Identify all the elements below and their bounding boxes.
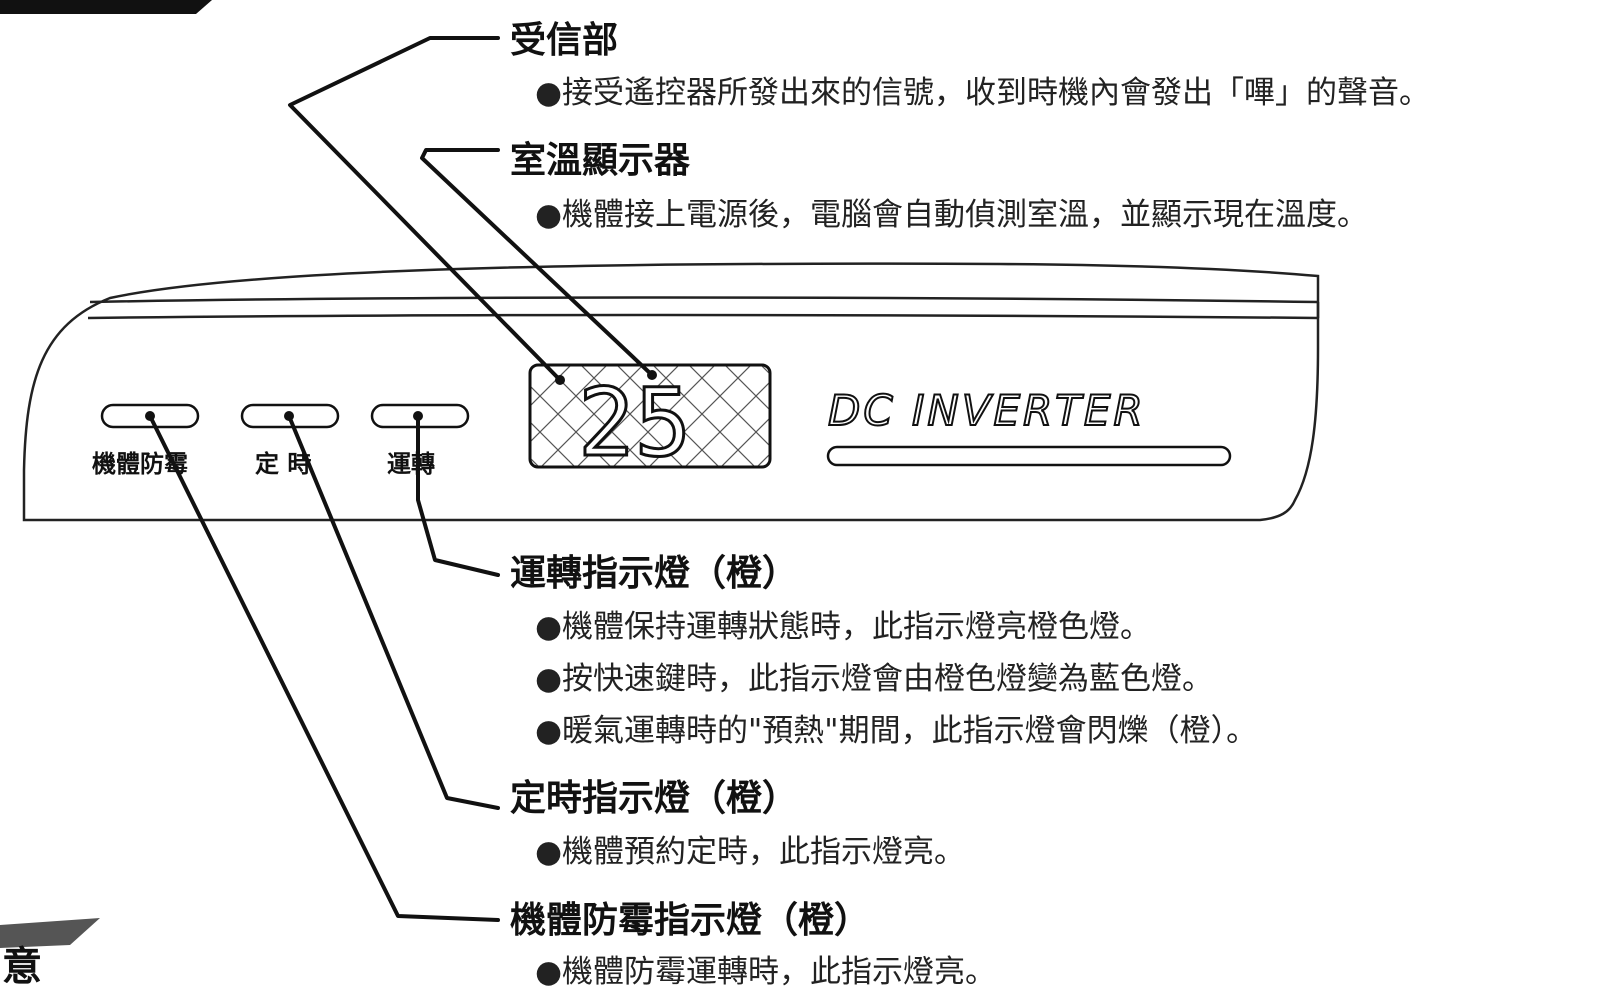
section-heading: 運轉指示燈（橙）	[510, 553, 798, 594]
operation-label: 運轉	[387, 450, 435, 478]
section-room-temp-display: 室溫顯示器 ●機體接上電源後，電腦會自動偵測室溫，並顯示現在溫度。	[510, 140, 1368, 233]
section-bullet: ●按快速鍵時，此指示燈會由橙色燈變為藍色燈。	[535, 661, 1213, 697]
section-bullet: ●機體防霉運轉時，此指示燈亮。	[535, 954, 996, 990]
section-bullet: ●機體保持運轉狀態時，此指示燈亮橙色燈。	[535, 609, 1151, 645]
section-heading: 受信部	[510, 20, 618, 61]
corner-tab	[0, 0, 212, 14]
brand-logo: DC INVERTER	[828, 386, 1146, 435]
section-bullet: ●機體接上電源後，電腦會自動偵測室溫，並顯示現在溫度。	[535, 197, 1368, 233]
note-label: 意	[2, 944, 42, 990]
indicator-buttons: 機體防霉 定 時 運轉	[92, 403, 470, 478]
section-bullet: ●機體預約定時，此指示燈亮。	[535, 834, 965, 870]
brand-slot	[826, 445, 1232, 467]
callout-lines	[145, 36, 657, 922]
section-mold-proof-indicator: 機體防霉指示燈（橙） ●機體防霉運轉時，此指示燈亮。	[510, 900, 996, 990]
section-bullet: ●暖氣運轉時的"預熱"期間，此指示燈會閃爍（橙）。	[535, 713, 1257, 749]
section-bullet: ●接受遙控器所發出來的信號，收到時機內會發出「嗶」的聲音。	[535, 75, 1430, 111]
section-receiver: 受信部 ●接受遙控器所發出來的信號，收到時機內會發出「嗶」的聲音。	[510, 20, 1430, 111]
section-heading: 定時指示燈（橙）	[510, 778, 798, 819]
temperature-readout: 25	[578, 369, 691, 478]
section-timer-indicator: 定時指示燈（橙） ●機體預約定時，此指示燈亮。	[510, 778, 965, 870]
room-temperature-display: 25	[528, 363, 772, 480]
unit-body	[22, 262, 1320, 522]
timer-label: 定 時	[255, 450, 311, 478]
note-tab	[0, 918, 100, 948]
section-heading: 室溫顯示器	[510, 140, 691, 181]
section-heading: 機體防霉指示燈（橙）	[510, 900, 870, 941]
section-operation-indicator: 運轉指示燈（橙） ●機體保持運轉狀態時，此指示燈亮橙色燈。 ●按快速鍵時，此指示…	[510, 553, 1257, 749]
